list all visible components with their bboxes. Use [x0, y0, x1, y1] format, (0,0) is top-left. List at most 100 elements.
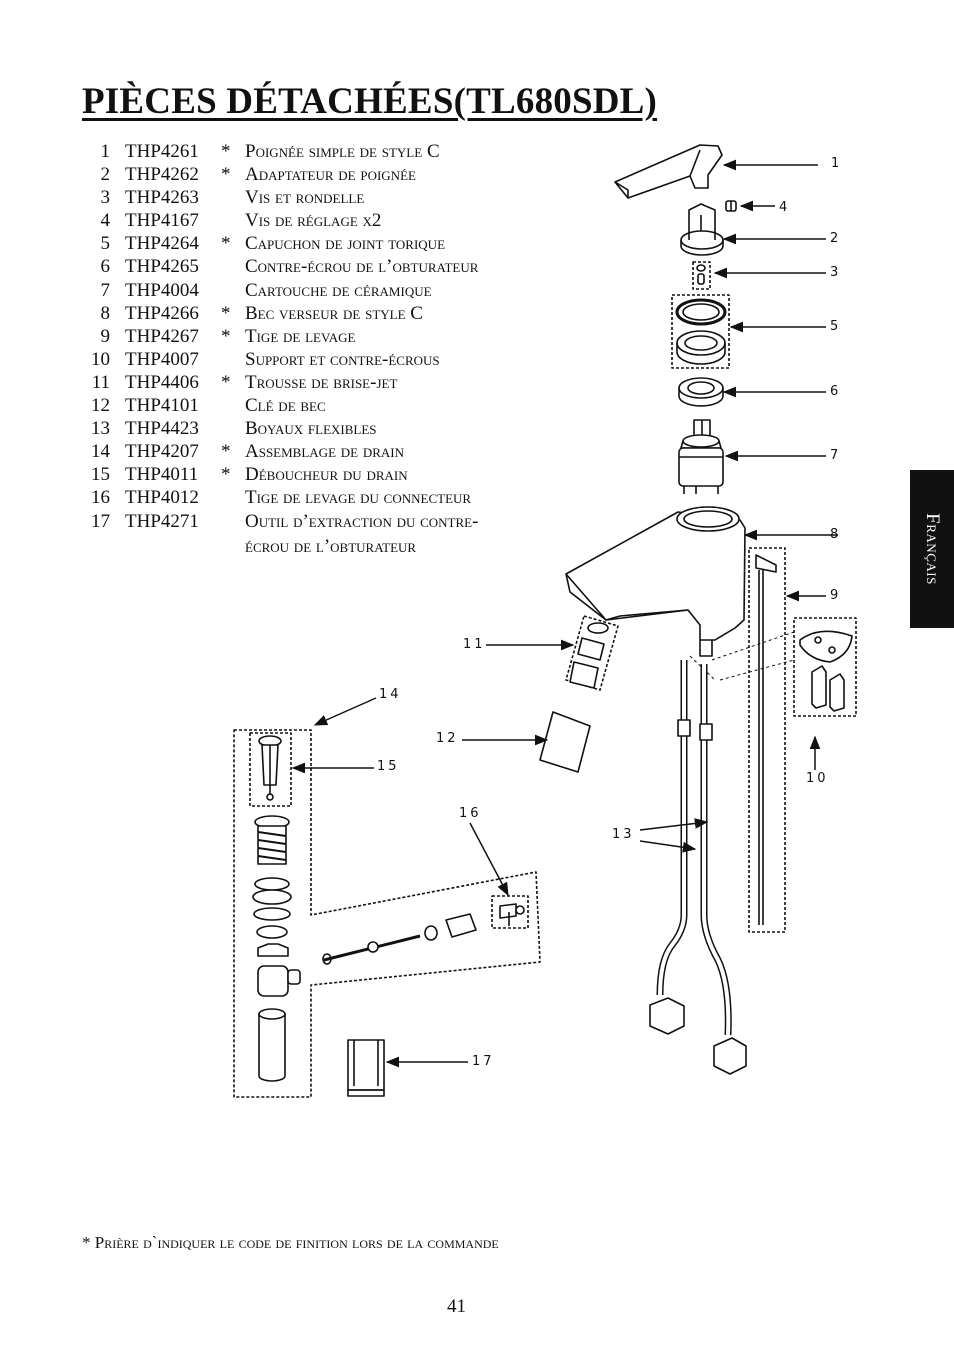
part-number: 12	[91, 395, 110, 417]
part-number: 7	[100, 279, 111, 301]
set-screw-part	[725, 200, 737, 212]
callout-2: 2	[830, 231, 841, 246]
finish-asterisk: *	[221, 441, 231, 463]
part-description: Cartouche de céramique	[245, 279, 432, 301]
part-code: THP4101	[125, 395, 199, 417]
page-title: PIÈCES DÉTACHÉES(TL680SDL)	[82, 81, 658, 122]
part-number: 8	[100, 302, 111, 324]
part-code: THP4007	[125, 348, 199, 370]
callout-5: 5	[830, 319, 841, 334]
callout-6: 6	[830, 384, 841, 399]
part-description: Tige de levage du connecteur	[245, 487, 472, 509]
language-tab: Français	[910, 470, 954, 628]
part-number: 13	[91, 418, 110, 440]
part-number: 10	[91, 348, 110, 370]
part-description: Assemblage de drain	[245, 441, 405, 463]
connector-lift-rod-part	[491, 895, 529, 929]
part-description: Capuchon de joint torique	[245, 233, 446, 255]
part-code: THP4266	[125, 302, 199, 324]
part-code: THP4423	[125, 418, 199, 440]
callout-8: 8	[830, 527, 841, 542]
part-code: THP4271	[125, 510, 199, 532]
spout-wrench-part	[539, 711, 591, 773]
part-code: THP4263	[125, 187, 199, 209]
part-code: THP4261	[125, 141, 199, 162]
callout-4: 4	[779, 200, 790, 215]
callout-3: 3	[830, 265, 841, 280]
callout-12: 12	[436, 731, 459, 746]
part-number: 16	[91, 487, 110, 509]
aerator-kit-part	[565, 615, 619, 691]
page-number: 41	[447, 1296, 466, 1317]
part-description: Adaptateur de poignée	[245, 164, 416, 186]
part-description: Boyaux flexibles	[245, 418, 377, 440]
part-code: THP4267	[125, 325, 199, 347]
finish-asterisk: *	[221, 371, 231, 393]
o-ring-cap-part	[671, 294, 730, 369]
callout-17: 17	[472, 1054, 495, 1069]
lift-rod-part	[748, 547, 786, 933]
flexible-hoses-part	[649, 660, 747, 1075]
finish-asterisk: *	[221, 164, 231, 186]
part-description: Tige de levage	[245, 325, 356, 347]
part-description: Déboucheur du drain	[245, 464, 408, 486]
part-number: 11	[91, 371, 110, 393]
part-description: Support et contre-écrous	[245, 348, 440, 370]
part-code: THP4004	[125, 279, 199, 301]
part-number: 6	[100, 256, 111, 278]
part-code: THP4262	[125, 164, 199, 186]
handle-part	[614, 144, 723, 199]
part-number: 1	[100, 141, 111, 162]
part-number: 5	[100, 233, 111, 255]
part-description: Trousse de brise-jet	[245, 371, 398, 393]
part-code: THP4264	[125, 233, 199, 255]
part-number: 17	[91, 510, 110, 532]
finish-asterisk: *	[221, 233, 231, 255]
part-number: 14	[91, 441, 110, 463]
callout-16: 16	[459, 806, 482, 821]
finish-asterisk: *	[221, 325, 231, 347]
drain-plug-part	[249, 732, 292, 807]
callout-1: 1	[831, 156, 842, 171]
part-number: 3	[100, 187, 111, 209]
ceramic-cartridge-part	[678, 419, 724, 494]
drain-assembly-part	[233, 729, 541, 1098]
part-number: 2	[100, 164, 111, 186]
part-number: 4	[100, 210, 111, 232]
extraction-tool-part	[347, 1039, 385, 1097]
part-description: Poignée simple de style C	[245, 141, 440, 162]
part-description: Contre-écrou de l’obturateur	[245, 256, 479, 278]
screw-washer-part	[692, 261, 711, 290]
part-code: THP4406	[125, 371, 199, 393]
part-code: THP4012	[125, 487, 199, 509]
finish-asterisk: *	[221, 464, 231, 486]
bracket-locknuts-part	[793, 617, 857, 717]
finish-asterisk: *	[221, 302, 231, 324]
callout-7: 7	[830, 448, 841, 463]
callout-14: 14	[379, 687, 402, 702]
part-description: Vis de réglage x2	[245, 210, 382, 232]
cartridge-locknut-part	[678, 377, 724, 407]
spout-body-part	[565, 506, 746, 657]
part-description: Outil d’extraction du contre-	[245, 510, 479, 532]
part-description: Clé de bec	[245, 395, 326, 417]
finish-asterisk: *	[221, 141, 231, 162]
part-17-continuation: écrou de l’obturateur	[245, 536, 417, 557]
part-code: THP4207	[125, 441, 199, 463]
callout-9: 9	[830, 588, 841, 603]
part-code: THP4265	[125, 256, 199, 278]
callout-11: 11	[463, 637, 486, 652]
part-description: Bec verseur de style C	[245, 302, 423, 324]
part-number: 15	[91, 464, 110, 486]
language-tab-label: Français	[922, 513, 943, 585]
handle-adapter-part	[680, 203, 724, 256]
finish-code-footnote: * Prière d`indiquer le code de finition …	[82, 1233, 499, 1252]
part-number: 9	[100, 325, 111, 347]
callout-10: 10	[806, 771, 829, 786]
callout-13: 13	[612, 827, 635, 842]
part-code: THP4011	[125, 464, 199, 486]
callout-15: 15	[377, 759, 400, 774]
part-description: Vis et rondelle	[245, 187, 365, 209]
part-code: THP4167	[125, 210, 199, 232]
